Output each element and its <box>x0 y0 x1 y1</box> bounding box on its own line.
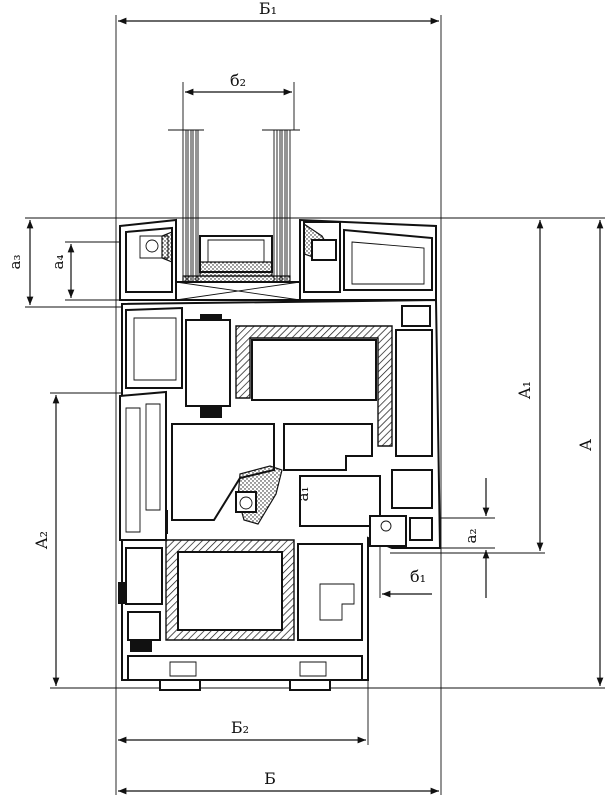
glazing-unit <box>168 129 300 291</box>
gasket-bottom <box>130 640 152 652</box>
label-b1: б₁ <box>410 567 426 586</box>
label-B1: Б₁ <box>259 0 277 18</box>
label-a4: a₄ <box>49 255 67 270</box>
label-b2: б₂ <box>230 71 246 90</box>
label-B2: Б₂ <box>231 718 249 737</box>
label-a2: a₂ <box>462 529 480 544</box>
label-A1: A₁ <box>515 381 534 400</box>
label-B: Б <box>264 769 276 788</box>
sash-profile <box>119 218 437 301</box>
label-a3: a₃ <box>6 255 24 270</box>
frame-profile <box>118 298 442 691</box>
label-A: A <box>576 439 595 452</box>
dimension-labels: Б₁ б₂ a₃ a₄ A₁ A A₂ a₁ a₂ б₁ Б₂ Б <box>6 0 595 788</box>
label-A2: A₂ <box>32 531 51 550</box>
label-a1: a₁ <box>294 487 312 502</box>
sash-reinforcement <box>235 325 393 447</box>
gasket-middle <box>200 406 222 418</box>
